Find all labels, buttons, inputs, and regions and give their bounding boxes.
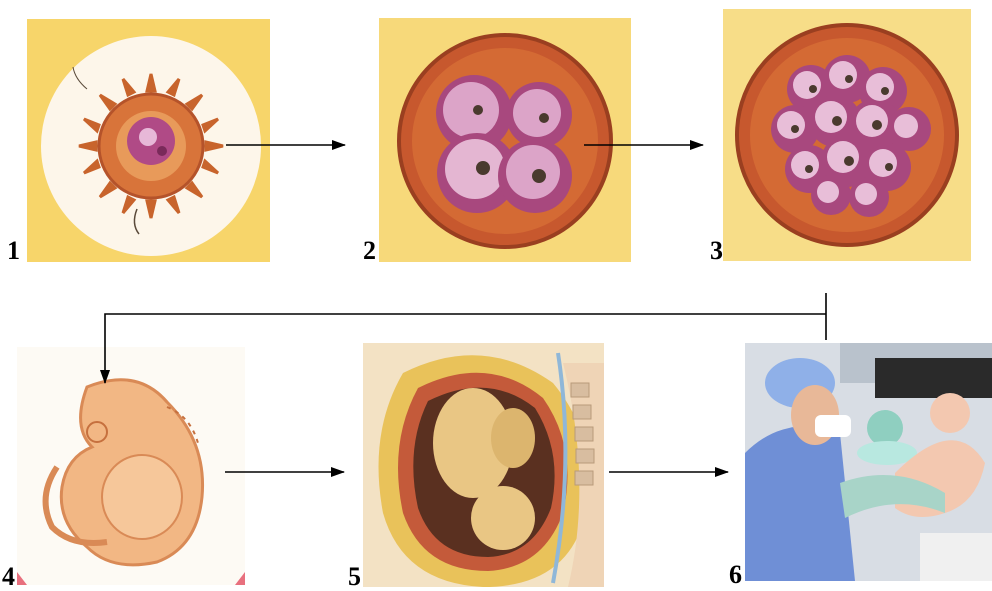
step-number-2: 2 [363, 238, 376, 264]
step-number-4: 4 [2, 564, 15, 590]
stage-2-panel [379, 18, 631, 262]
morula-icon [723, 9, 971, 261]
stage-4-panel [17, 347, 245, 585]
step-number-1: 1 [7, 238, 20, 264]
four-cell-embryo-icon [379, 18, 631, 262]
stage-5-panel [363, 343, 604, 587]
stage-3-panel [723, 9, 971, 261]
fertilized-egg-icon [27, 19, 270, 262]
stage-6-panel [745, 343, 992, 581]
step-number-5: 5 [348, 564, 361, 590]
early-embryo-icon [17, 347, 245, 585]
step-number-6: 6 [729, 562, 742, 588]
stage-1-panel [27, 19, 270, 262]
newborn-delivery-photo-icon [745, 343, 992, 581]
fetus-in-uterus-icon [363, 343, 604, 587]
step-number-3: 3 [710, 238, 723, 264]
